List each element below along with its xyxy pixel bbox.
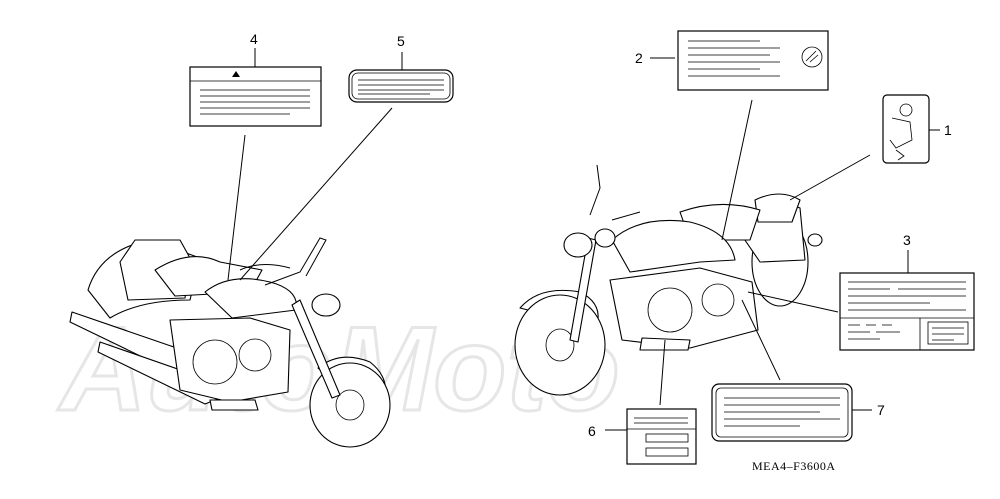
label-3: 3 — [747, 232, 975, 351]
callout-number-3: 3 — [903, 232, 911, 248]
label-4-box — [189, 66, 322, 127]
label-2-box — [677, 30, 829, 91]
warning-triangle-icon — [232, 71, 240, 77]
label-3-box — [839, 272, 975, 351]
label-6: 6 — [588, 339, 697, 465]
callout-number-6: 6 — [588, 423, 596, 439]
callout-number-1: 1 — [944, 122, 952, 138]
callout-number-2: 2 — [635, 50, 643, 66]
label-2: 2 — [635, 30, 829, 241]
callout-number-4: 4 — [250, 31, 258, 47]
label-4: 4 — [189, 31, 322, 281]
motorcycle-right — [514, 164, 823, 396]
label-5-box — [348, 69, 454, 103]
motorcycle-left — [69, 237, 391, 448]
callout-number-7: 7 — [877, 402, 885, 418]
callout-number-5: 5 — [397, 33, 405, 49]
label-1-box — [882, 94, 930, 164]
gear-icon — [801, 46, 823, 68]
diagram-code: MEA4–F3600A — [752, 459, 836, 473]
label-1: 1 — [789, 94, 952, 201]
label-5: 5 — [239, 33, 454, 281]
label-7: 7 — [711, 299, 885, 442]
tag-icon — [899, 103, 913, 117]
label-7-box — [711, 383, 853, 442]
